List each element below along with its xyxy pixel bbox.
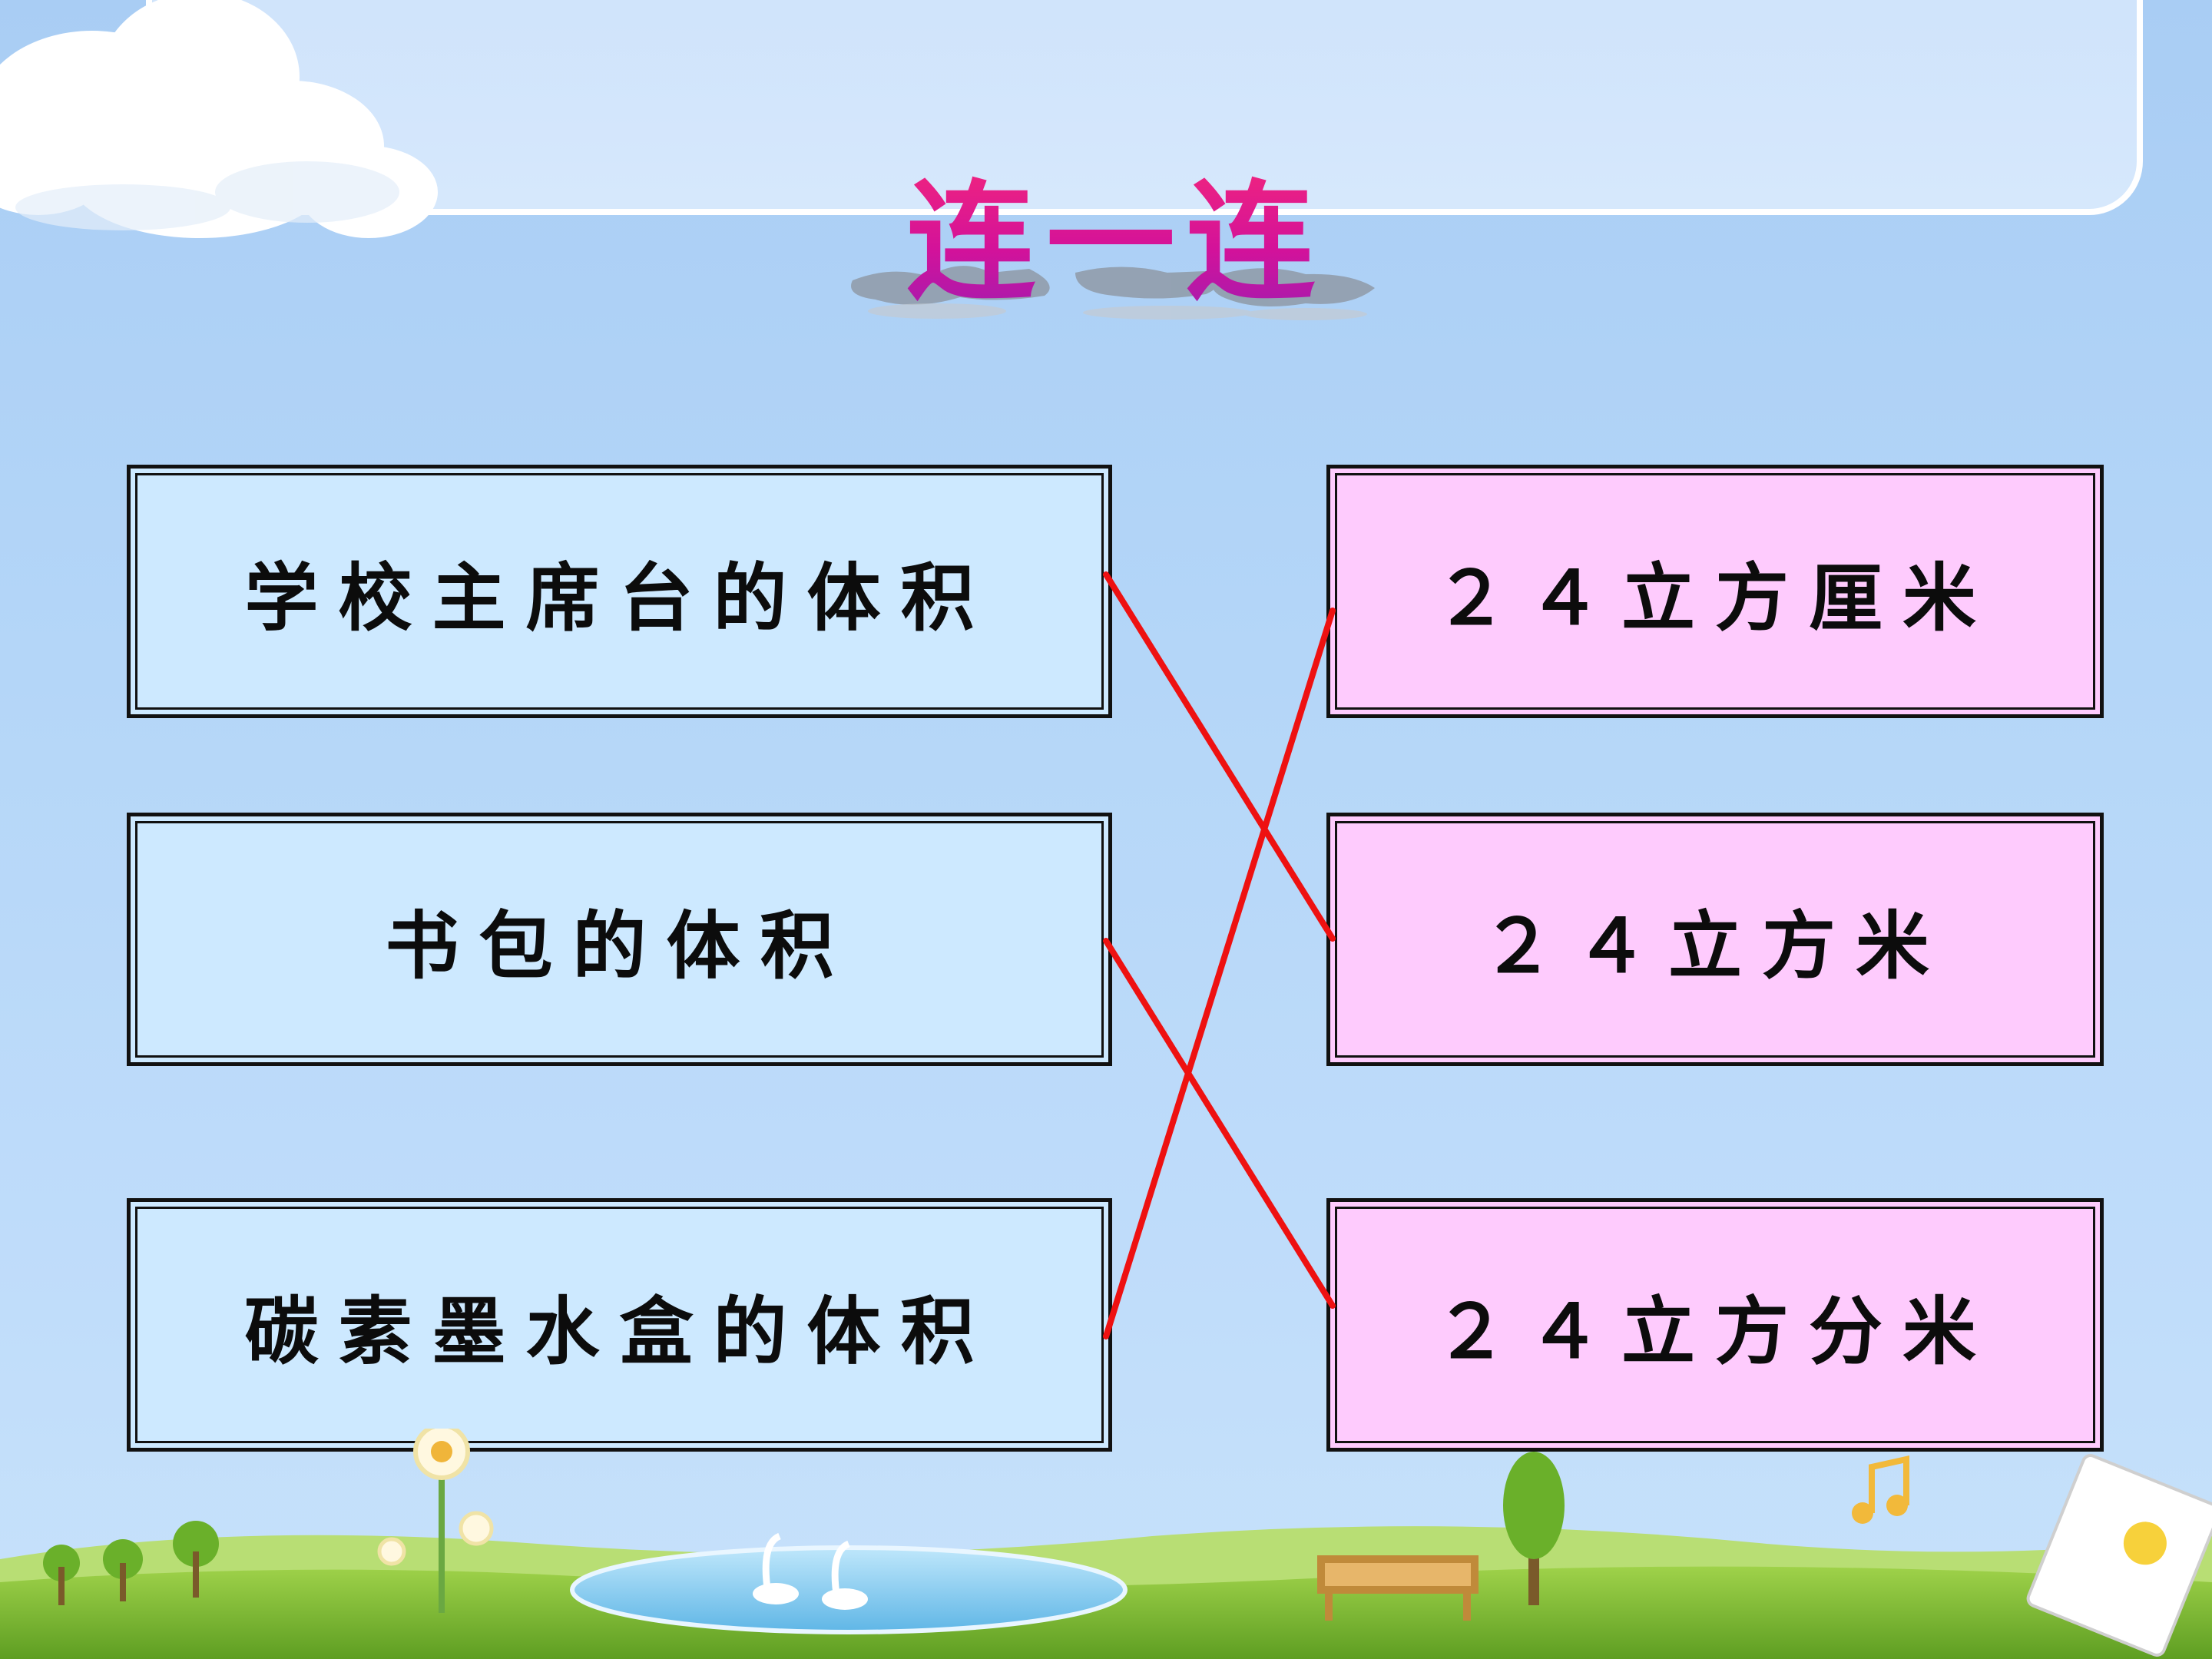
bench-icon: [1317, 1555, 1479, 1621]
right-item-cubic-decimeter[interactable]: ２４立方分米: [1326, 1198, 2104, 1452]
left-item-ink-box[interactable]: 碳素墨水盒的体积: [127, 1198, 1112, 1452]
music-note-icon: [1852, 1455, 1909, 1524]
right-item-label: ２４立方米: [1481, 902, 1949, 989]
connection-line: [1103, 938, 1336, 1309]
top-banner: [146, 0, 2143, 215]
right-item-label: ２４立方分米: [1434, 1287, 1996, 1375]
notebook-icon: [2026, 1454, 2212, 1657]
right-item-label: ２４立方厘米: [1434, 554, 1996, 641]
left-item-schoolbag[interactable]: 书包的体积: [127, 813, 1112, 1066]
flower-icon: [377, 1429, 494, 1613]
cloud-icon: [0, 0, 438, 238]
connection-line: [1103, 571, 1336, 942]
left-item-label: 书包的体积: [385, 902, 854, 989]
right-item-cubic-meter[interactable]: ２４立方米: [1326, 813, 2104, 1066]
meadow-scenery: [0, 1429, 2212, 1659]
right-item-cubic-centimeter[interactable]: ２４立方厘米: [1326, 465, 2104, 718]
title-splash-shadow: [851, 266, 1375, 320]
left-item-main-stage[interactable]: 学校主席台的体积: [127, 465, 1112, 718]
small-trees-icon: [43, 1521, 219, 1605]
title-text: 连一连: [906, 166, 1326, 318]
swan-icon: [753, 1532, 868, 1610]
connection-line: [1103, 608, 1336, 1339]
tree-icon: [1503, 1452, 1565, 1605]
left-item-label: 学校主席台的体积: [244, 554, 995, 641]
title: 连一连: [845, 165, 1382, 349]
left-item-label: 碳素墨水盒的体积: [244, 1287, 995, 1375]
